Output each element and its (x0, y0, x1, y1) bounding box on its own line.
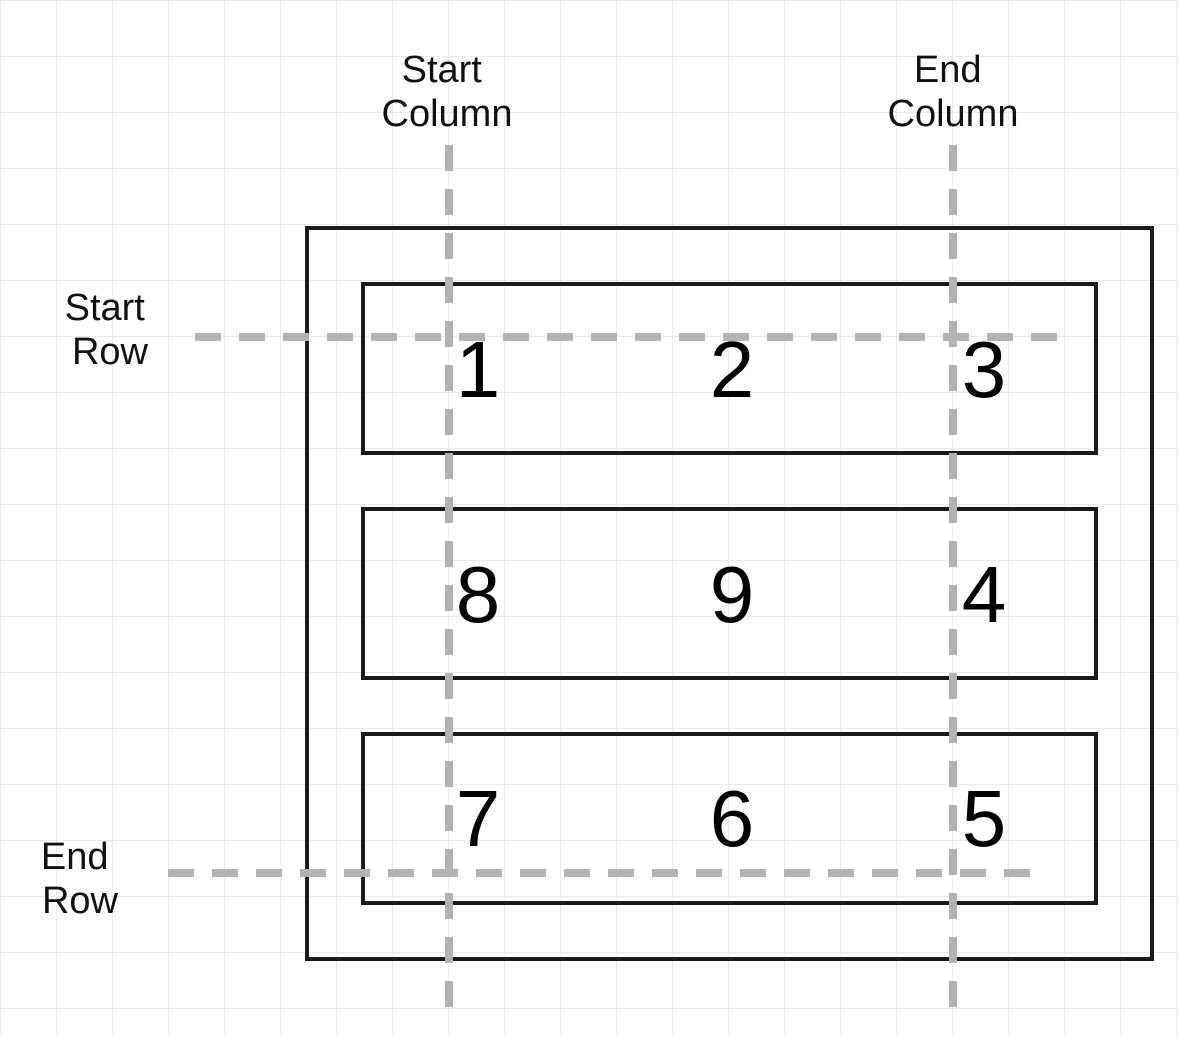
cell-number: 3 (962, 325, 1007, 414)
end-column-label-line-1: End (914, 49, 982, 91)
cell-number: 8 (456, 550, 501, 639)
start-row-label-line-1: Start (65, 287, 146, 329)
start-row-label: Start Row (65, 287, 156, 373)
end-row-label: End Row (41, 836, 119, 922)
end-row-label-line-2: Row (42, 880, 119, 922)
cell-number: 2 (710, 325, 755, 414)
row-box-2 (361, 507, 1098, 680)
cell-number: 7 (456, 774, 501, 863)
cell-number: 6 (710, 774, 755, 863)
end-column-label: End Column (888, 49, 1019, 135)
start-column-label-line-1: Start (402, 49, 483, 91)
start-column-label: Start Column (382, 49, 513, 135)
cell-number: 9 (710, 550, 755, 639)
cell-number: 5 (962, 774, 1007, 863)
cell-number: 1 (456, 325, 501, 414)
row-box-1 (361, 282, 1098, 455)
start-column-label-line-2: Column (382, 93, 513, 135)
end-column-label-line-2: Column (888, 93, 1019, 135)
outer-container (305, 226, 1154, 961)
start-row-label-line-2: Row (72, 331, 149, 373)
row-box-3 (361, 732, 1098, 905)
end-row-label-line-1: End (41, 836, 109, 878)
cell-number: 4 (962, 550, 1007, 639)
